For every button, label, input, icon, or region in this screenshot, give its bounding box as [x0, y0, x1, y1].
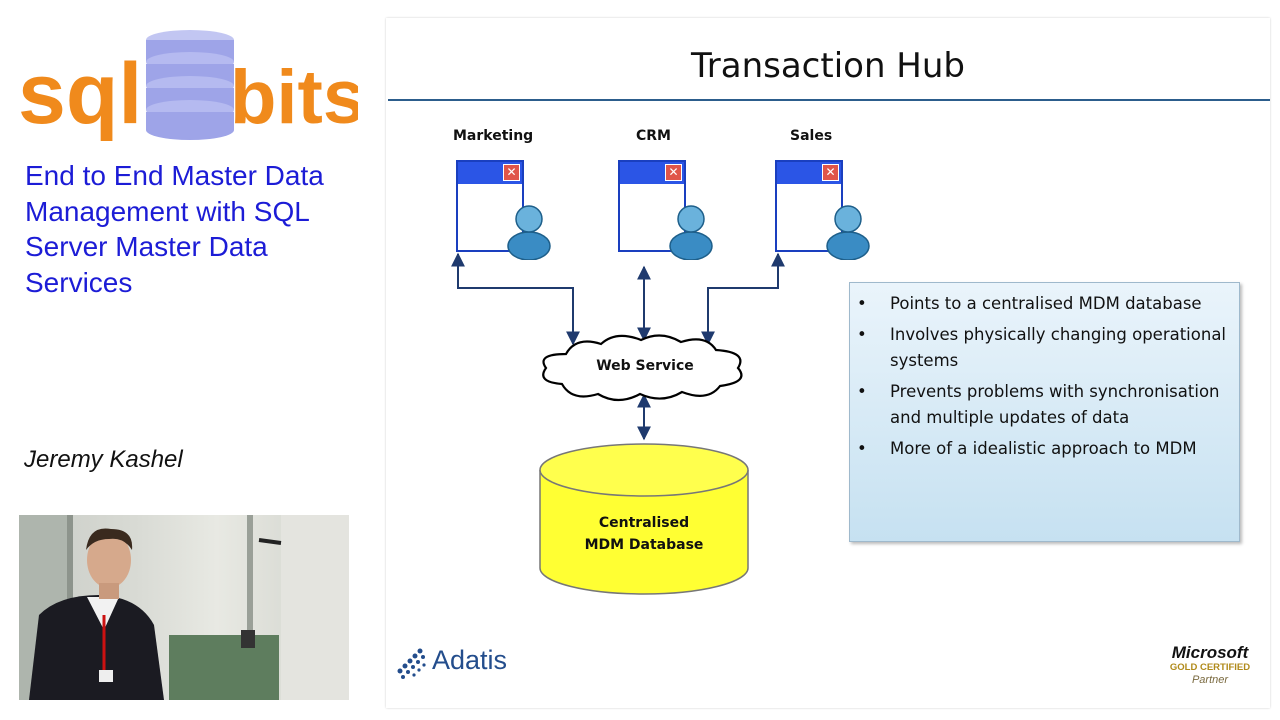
conference-sidebar: sql bits End to End Master Data Manageme… — [0, 0, 385, 720]
connector-marketing — [451, 252, 580, 346]
database-label-line1: Centralised — [598, 515, 690, 531]
sqlbits-logo: sql bits — [18, 30, 358, 142]
web-service-label: Web Service — [596, 358, 694, 374]
connector-sales — [701, 252, 785, 346]
user-icon — [669, 205, 713, 260]
user-icon — [826, 205, 870, 260]
bullet-item: Points to a centralised MDM database — [857, 291, 1231, 317]
title-divider — [388, 99, 1270, 101]
web-service-cloud — [542, 334, 743, 402]
speaker-video-frame — [19, 515, 349, 700]
talk-title: End to End Master Data Management with S… — [25, 160, 324, 298]
app-label-crm: CRM — [636, 128, 671, 144]
gold-certified-label: GOLD CERTIFIED — [1169, 662, 1251, 673]
database-logo-icon — [146, 30, 234, 140]
microsoft-wordmark: Microsoft — [1171, 643, 1249, 662]
adatis-logo-icon — [397, 648, 426, 679]
key-points-list: Points to a centralised MDM database Inv… — [850, 283, 1239, 462]
speaker-video-feed — [19, 515, 349, 700]
logo-right-text: bits — [230, 55, 358, 140]
hub-diagram — [451, 252, 785, 595]
adatis-logo-text: Adatis — [432, 645, 508, 675]
bullet-item: More of a idealistic approach to MDM — [857, 436, 1231, 462]
bullet-item: Involves physically changing operational… — [857, 322, 1231, 374]
logo-left-text: sql — [18, 46, 142, 142]
presentation-slide: Transaction Hub Marketing ✕ CRM — [386, 18, 1270, 708]
database-cylinder — [539, 443, 749, 595]
microsoft-partner-badge: Microsoft GOLD CERTIFIED Partner — [1164, 644, 1256, 687]
app-label-sales: Sales — [790, 128, 833, 144]
speaker-name: Jeremy Kashel — [24, 446, 183, 473]
close-icon: ✕ — [503, 164, 520, 181]
partner-label: Partner — [1191, 674, 1229, 686]
app-label-marketing: Marketing — [453, 128, 534, 144]
close-icon: ✕ — [822, 164, 839, 181]
key-points-box: Points to a centralised MDM database Inv… — [849, 282, 1240, 542]
database-label-line2: MDM Database — [584, 537, 704, 553]
slide-title: Transaction Hub — [690, 46, 965, 86]
close-icon: ✕ — [665, 164, 682, 181]
user-icon — [507, 205, 551, 260]
database-label: Centralised MDM Database — [538, 512, 750, 556]
bullet-item: Prevents problems with synchronisation a… — [857, 379, 1231, 431]
